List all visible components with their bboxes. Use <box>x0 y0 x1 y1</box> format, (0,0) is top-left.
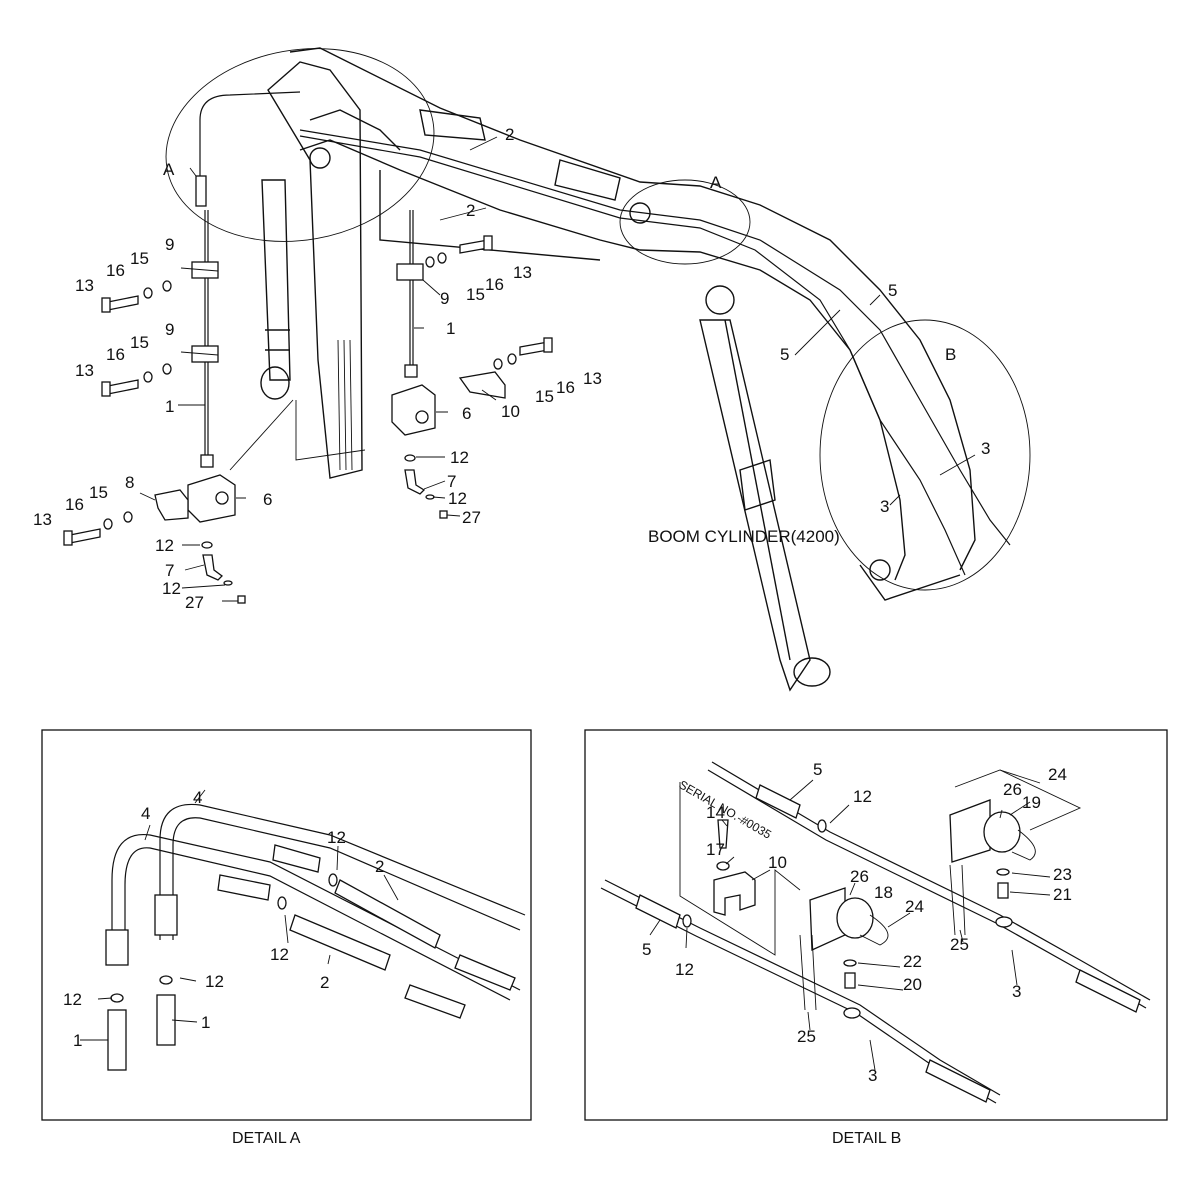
part-label: 15 <box>130 333 149 352</box>
part-label: 16 <box>65 495 84 514</box>
part-label: 12 <box>448 489 467 508</box>
part-label: 2 <box>320 973 329 992</box>
part-label: 25 <box>950 935 969 954</box>
part-label: 20 <box>903 975 922 994</box>
part-label: 5 <box>813 760 822 779</box>
part-label: 13 <box>513 263 532 282</box>
washers <box>103 252 517 530</box>
label-marker-b: B <box>945 345 956 364</box>
part-label: 9 <box>165 235 174 254</box>
part-label: 2 <box>466 201 475 220</box>
part-label: 13 <box>583 369 602 388</box>
bracket-10 <box>458 371 506 399</box>
part-label: 16 <box>556 378 575 397</box>
part-label: 12 <box>327 828 346 847</box>
part-label: 1 <box>201 1013 210 1032</box>
block-6-right <box>391 384 436 436</box>
detail-circles <box>165 48 1031 591</box>
note-boom-cylinder: BOOM CYLINDER(4200) <box>648 527 840 546</box>
part-label: 12 <box>162 579 181 598</box>
detail-a-caption: DETAIL A <box>232 1130 301 1147</box>
main-labels: A A B 1 1 2 2 3 3 5 5 6 6 7 7 8 9 9 9 10… <box>33 125 990 612</box>
detail-b-caption: DETAIL B <box>832 1130 901 1147</box>
part-label: 10 <box>501 402 520 421</box>
fittings <box>201 454 448 604</box>
part-label: 2 <box>375 857 384 876</box>
part-label: 8 <box>125 473 134 492</box>
part-label: 18 <box>874 883 893 902</box>
label-marker-a1: A <box>163 160 175 179</box>
part-label: 2 <box>505 125 514 144</box>
part-label: 19 <box>1022 793 1041 812</box>
part-label: 12 <box>155 536 174 555</box>
part-label: 7 <box>447 472 456 491</box>
part-label: 1 <box>73 1031 82 1050</box>
bolts-13 <box>63 235 553 546</box>
part-label: 24 <box>1048 765 1067 784</box>
part-label: 27 <box>185 593 204 612</box>
part-label: 17 <box>706 840 725 859</box>
part-label: 23 <box>1053 865 1072 884</box>
part-label: 13 <box>75 276 94 295</box>
part-label: 16 <box>485 275 504 294</box>
part-label: 14 <box>706 803 725 822</box>
part-label: 1 <box>165 397 174 416</box>
part-label: 12 <box>450 448 469 467</box>
part-label: 6 <box>462 404 471 423</box>
part-label: 5 <box>780 345 789 364</box>
part-label: 3 <box>868 1066 877 1085</box>
part-label: 7 <box>165 561 174 580</box>
part-label: 12 <box>270 945 289 964</box>
part-label: 21 <box>1053 885 1072 904</box>
part-label: 26 <box>850 867 869 886</box>
part-label: 10 <box>768 853 787 872</box>
part-label: 9 <box>440 289 449 308</box>
part-label: 13 <box>75 361 94 380</box>
leader-lines <box>139 136 976 602</box>
clamp-9-c <box>396 263 424 281</box>
part-label: 12 <box>63 990 82 1009</box>
detail-a-panel: 4 4 12 12 12 12 2 2 1 1 DETAIL A <box>41 729 532 1147</box>
part-label: 13 <box>33 510 52 529</box>
part-label: 3 <box>880 497 889 516</box>
part-label: 16 <box>106 261 125 280</box>
part-label: 24 <box>905 897 924 916</box>
boom-assembly <box>195 47 1011 692</box>
part-label: 15 <box>89 483 108 502</box>
part-label: 4 <box>141 804 150 823</box>
part-label: 5 <box>642 940 651 959</box>
part-label: 22 <box>903 952 922 971</box>
part-label: 1 <box>446 319 455 338</box>
block-6-left <box>187 474 236 523</box>
part-label: 3 <box>981 439 990 458</box>
part-label: 5 <box>888 281 897 300</box>
part-label: 25 <box>797 1027 816 1046</box>
part-label: 4 <box>193 788 202 807</box>
part-label: 16 <box>106 345 125 364</box>
detail-b-panel: 5 12 14 17 10 5 12 26 18 24 22 20 25 3 2… <box>584 729 1168 1147</box>
part-label: 27 <box>462 508 481 527</box>
part-label: 12 <box>675 960 694 979</box>
part-label: 12 <box>205 972 224 991</box>
part-label: 15 <box>130 249 149 268</box>
bracket-8 <box>154 489 189 521</box>
part-label: 15 <box>535 387 554 406</box>
part-label: 15 <box>466 285 485 304</box>
part-label: 12 <box>853 787 872 806</box>
part-label: 9 <box>165 320 174 339</box>
part-label: 3 <box>1012 982 1021 1001</box>
part-label: 6 <box>263 490 272 509</box>
part-label: 26 <box>1003 780 1022 799</box>
label-marker-a2: A <box>710 173 722 192</box>
